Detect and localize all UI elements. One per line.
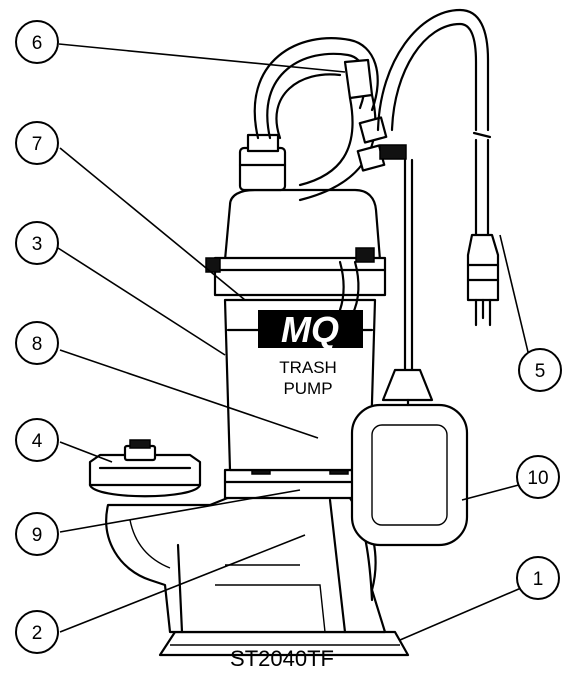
callout-3-label: 3 xyxy=(32,234,43,255)
callout-2: 2 xyxy=(15,610,59,654)
callout-9-label: 9 xyxy=(32,525,43,546)
power-cable xyxy=(376,8,492,372)
pump-housing xyxy=(105,493,387,634)
callout-6-label: 6 xyxy=(32,33,43,54)
leader-lines xyxy=(57,43,531,641)
callout-10: 10 xyxy=(516,455,560,499)
logo-text: MQ xyxy=(281,309,339,350)
callout-2-label: 2 xyxy=(32,623,43,644)
callout-10-label: 10 xyxy=(527,468,548,489)
callout-5-label: 5 xyxy=(535,361,546,382)
callout-3: 3 xyxy=(15,221,59,265)
callout-4: 4 xyxy=(15,418,59,462)
power-plug xyxy=(466,233,500,327)
callout-1: 1 xyxy=(516,556,560,600)
callout-1-label: 1 xyxy=(533,569,544,590)
product-line-2: PUMP xyxy=(283,379,332,398)
mq-logo: MQ xyxy=(258,309,363,350)
base-plate xyxy=(158,630,410,657)
callout-9: 9 xyxy=(15,512,59,556)
cable-gland xyxy=(238,133,287,192)
callout-8: 8 xyxy=(15,321,59,365)
discharge-cap xyxy=(88,439,202,498)
callout-5: 5 xyxy=(518,348,562,392)
motor-top-cover xyxy=(205,188,387,317)
model-label: ST2040TF xyxy=(230,646,334,670)
callout-7: 7 xyxy=(15,121,59,165)
product-line-1: TRASH xyxy=(279,358,337,377)
callout-6: 6 xyxy=(15,20,59,64)
callout-8-label: 8 xyxy=(32,334,43,355)
callout-7-label: 7 xyxy=(32,134,43,155)
float-switch xyxy=(350,368,469,547)
callout-4-label: 4 xyxy=(32,431,43,452)
handle-hoses xyxy=(253,37,407,202)
